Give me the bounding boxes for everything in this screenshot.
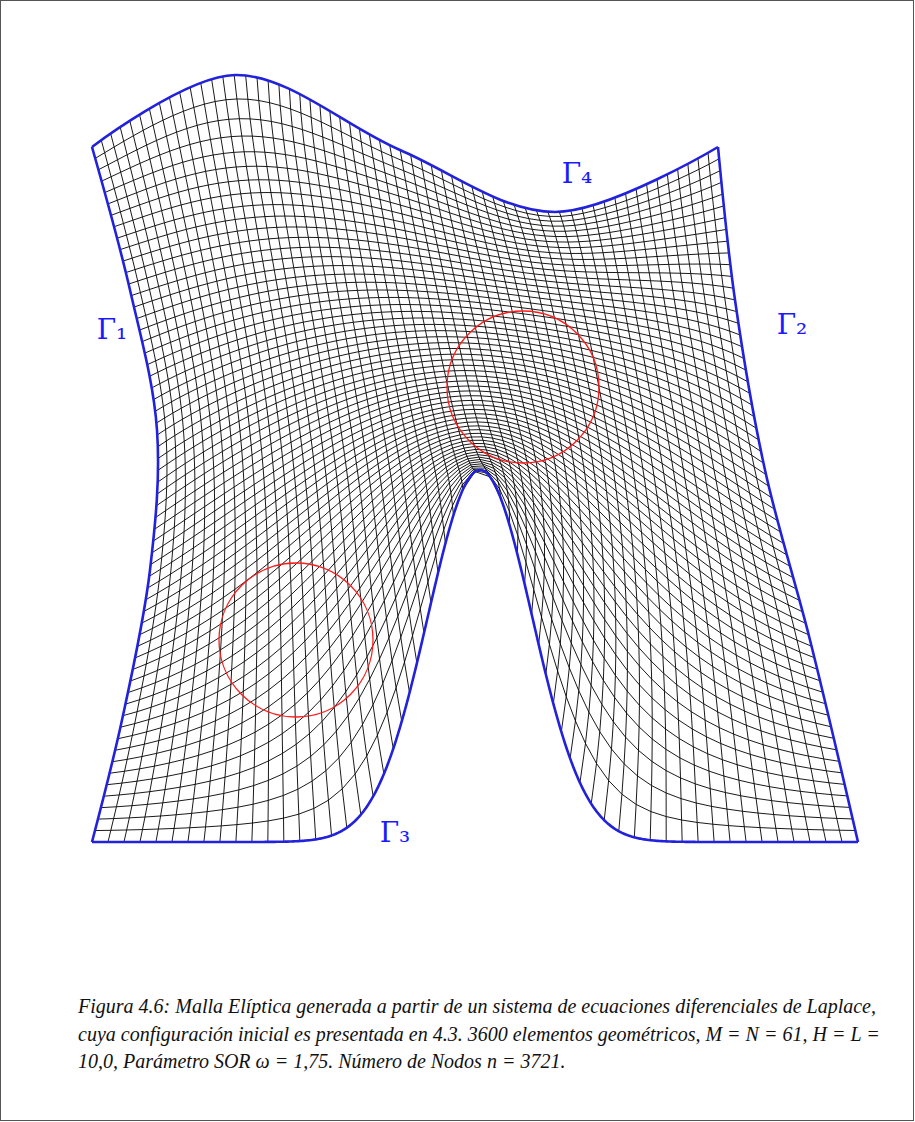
grid-line bbox=[158, 365, 769, 486]
grid-line bbox=[657, 179, 762, 842]
grid-line bbox=[615, 198, 698, 842]
grid-line bbox=[138, 430, 812, 647]
grid-line bbox=[369, 135, 445, 544]
boundary-curve bbox=[718, 147, 858, 842]
grid-line bbox=[139, 282, 740, 335]
highlight-circle bbox=[447, 311, 599, 463]
grid-line bbox=[120, 452, 831, 727]
grid-line bbox=[145, 297, 744, 358]
grid-line bbox=[379, 140, 453, 515]
grid-line bbox=[112, 459, 839, 761]
mesh-grid bbox=[92, 75, 858, 842]
grid-line bbox=[123, 227, 730, 266]
grid-line bbox=[559, 212, 627, 831]
grid-line bbox=[582, 208, 652, 840]
grid-line bbox=[101, 468, 850, 808]
grid-line bbox=[223, 76, 300, 841]
grid-line bbox=[95, 471, 855, 831]
grid-line bbox=[92, 75, 718, 212]
grid-line bbox=[180, 92, 246, 842]
grid-line bbox=[514, 205, 583, 759]
grid-line bbox=[626, 193, 715, 842]
grid-line bbox=[482, 192, 554, 675]
grid-line bbox=[678, 169, 794, 842]
grid-line bbox=[144, 418, 803, 612]
grid-line bbox=[289, 89, 383, 774]
boundary-label: Γ₁ bbox=[95, 316, 130, 344]
boundary-label: Γ₃ bbox=[378, 819, 413, 847]
grid-line bbox=[234, 75, 316, 839]
boundary-curves bbox=[92, 75, 858, 842]
grid-line bbox=[120, 127, 185, 842]
boundary-curve bbox=[92, 75, 718, 212]
grid-line bbox=[330, 111, 417, 663]
grid-line bbox=[154, 324, 752, 405]
figure-caption: Figura 4.6: Malla Elíptica generada a pa… bbox=[78, 993, 900, 1076]
grid-line bbox=[123, 449, 828, 715]
grid-line bbox=[98, 119, 720, 221]
grid-line bbox=[120, 216, 729, 259]
grid-line bbox=[593, 205, 666, 841]
boundary-curve bbox=[92, 147, 158, 842]
grid-line bbox=[92, 147, 158, 842]
grid-line bbox=[718, 147, 858, 842]
grid-line bbox=[158, 360, 766, 475]
grid-line bbox=[421, 160, 501, 499]
grid-line bbox=[158, 348, 761, 451]
highlight-circles bbox=[219, 311, 599, 717]
grid-line bbox=[95, 99, 719, 216]
grid-line bbox=[571, 211, 640, 838]
grid-line bbox=[137, 274, 739, 323]
grid-line bbox=[152, 318, 750, 393]
grid-line bbox=[155, 331, 754, 417]
boundary-curve bbox=[92, 470, 858, 842]
grid-line bbox=[493, 196, 564, 703]
grid-line bbox=[667, 174, 778, 842]
grid-line bbox=[688, 164, 810, 842]
grid-line bbox=[102, 136, 722, 226]
boundary-label: Γ₄ bbox=[560, 160, 595, 188]
grid-line bbox=[108, 166, 724, 236]
grid-line bbox=[246, 75, 332, 835]
grid-line bbox=[140, 426, 809, 635]
grid-line bbox=[151, 400, 790, 566]
grid-line bbox=[129, 247, 734, 288]
grid-line bbox=[647, 184, 746, 842]
grid-line bbox=[142, 290, 742, 347]
grid-line bbox=[159, 103, 225, 842]
boundary-label: Γ₂ bbox=[775, 311, 810, 339]
grid-line bbox=[636, 189, 730, 842]
grid-line bbox=[135, 433, 814, 658]
grid-line bbox=[201, 83, 269, 842]
highlight-circle bbox=[219, 563, 373, 717]
grid-line bbox=[472, 187, 545, 645]
grid-line bbox=[131, 257, 735, 300]
grid-line bbox=[128, 443, 823, 692]
